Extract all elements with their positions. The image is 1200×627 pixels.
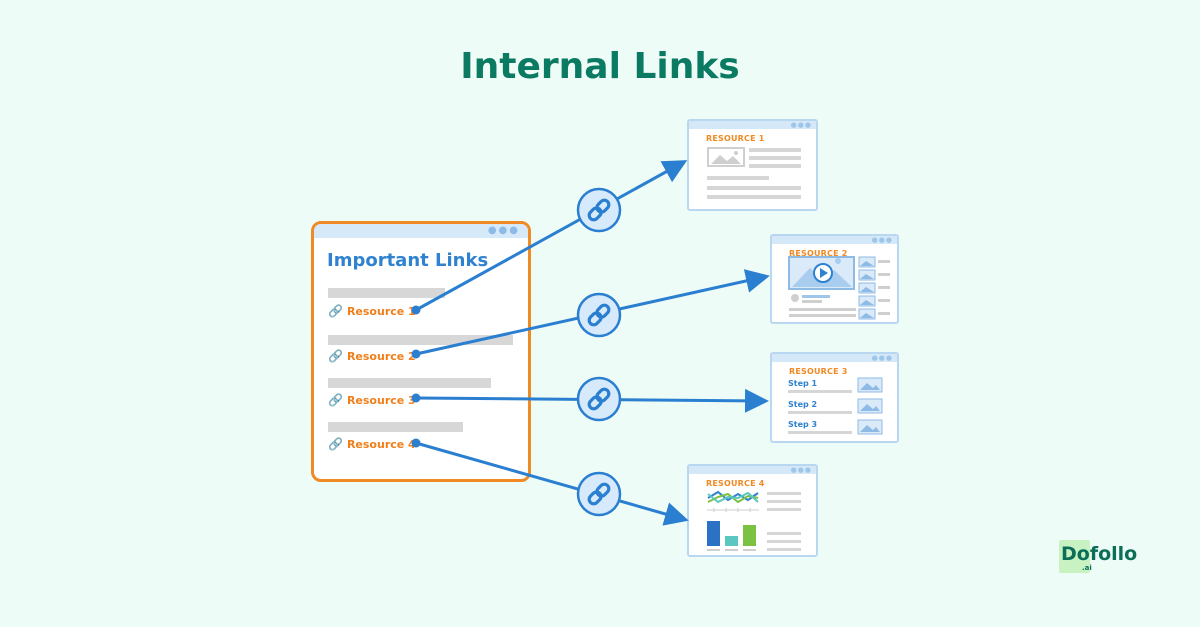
- dofollo-logo[interactable]: Dofollo .ai: [1058, 540, 1138, 576]
- image-placeholder-icon: [857, 377, 883, 393]
- chain-link-icon: 🔗: [328, 437, 343, 451]
- logo-suffix: .ai: [1082, 564, 1092, 572]
- window-dots-icon: ●●●: [487, 225, 520, 236]
- important-links-card: ●●● Important Links 🔗Resource 1 🔗Resourc…: [311, 221, 531, 482]
- chain-link-icon: 🔗: [328, 304, 343, 318]
- placeholder-line: [767, 508, 801, 511]
- placeholder-line: [707, 186, 801, 190]
- image-placeholder-icon: [857, 398, 883, 414]
- window-title-bar: [772, 236, 897, 244]
- resource-card-title: RESOURCE 4: [706, 479, 765, 488]
- play-icon: [820, 268, 828, 278]
- image-placeholder-icon: [857, 419, 883, 435]
- video-thumbnail: [788, 256, 855, 290]
- resource-link-2[interactable]: 🔗Resource 2: [328, 349, 416, 363]
- resource-card-4[interactable]: ●●● RESOURCE 4: [687, 464, 818, 557]
- placeholder-line: [788, 411, 852, 414]
- window-dots-icon: ●●●: [871, 354, 893, 362]
- window-dots-icon: ●●●: [790, 466, 812, 474]
- resource-link-label: Resource 3: [346, 394, 416, 407]
- step-label: Step 3: [788, 420, 818, 429]
- line-chart-icon: [707, 490, 759, 512]
- important-links-heading: Important Links: [327, 250, 489, 271]
- placeholder-line: [767, 532, 801, 535]
- resource-card-1[interactable]: ●●● RESOURCE 1: [687, 119, 818, 211]
- resource-card-3[interactable]: ●●● RESOURCE 3 Step 1 Step 2 Step 3: [770, 352, 899, 443]
- chain-link-icon: 🔗: [328, 349, 343, 363]
- resource-card-title: RESOURCE 1: [706, 134, 765, 143]
- step-label: Step 2: [788, 400, 818, 409]
- chain-link-icon: [576, 376, 622, 422]
- placeholder-line: [788, 431, 852, 434]
- placeholder-line: [749, 156, 801, 160]
- logo-highlight: [1059, 540, 1090, 573]
- resource-link-4[interactable]: 🔗Resource 4: [328, 437, 416, 451]
- chain-link-icon: 🔗: [328, 393, 343, 407]
- step-label: Step 1: [788, 379, 818, 388]
- placeholder-line: [767, 548, 801, 551]
- resource-card-title: RESOURCE 2: [789, 249, 848, 258]
- placeholder-line: [707, 176, 769, 180]
- resource-link-3[interactable]: 🔗Resource 3: [328, 393, 416, 407]
- resource-card-2[interactable]: ●●● RESOURCE 2: [770, 234, 899, 324]
- resource-link-1[interactable]: 🔗Resource 1: [328, 304, 416, 318]
- placeholder-line: [767, 500, 801, 503]
- chain-link-icon: [576, 187, 622, 233]
- resource-link-label: Resource 2: [346, 350, 416, 363]
- placeholder-line: [328, 378, 491, 388]
- chain-link-icon: [576, 292, 622, 338]
- placeholder-line: [707, 195, 801, 199]
- window-title-bar: [772, 354, 897, 362]
- placeholder-line: [328, 288, 445, 298]
- window-title-bar: [689, 466, 816, 474]
- image-placeholder-icon: [707, 147, 745, 167]
- placeholder-line: [767, 492, 801, 495]
- resource-link-label: Resource 1: [346, 305, 416, 318]
- window-title-bar: [689, 121, 816, 129]
- window-dots-icon: ●●●: [790, 121, 812, 129]
- resource-card-title: RESOURCE 3: [789, 367, 848, 376]
- placeholder-line: [328, 335, 513, 345]
- window-dots-icon: ●●●: [871, 236, 893, 244]
- placeholder-line: [749, 164, 801, 168]
- placeholder-line: [749, 148, 801, 152]
- resource-link-label: Resource 4: [346, 438, 416, 451]
- placeholder-line: [788, 390, 852, 393]
- bar-chart-icon: [707, 521, 756, 551]
- page-title: Internal Links: [460, 46, 740, 87]
- placeholder-line: [328, 422, 463, 432]
- meta-lines: [789, 294, 856, 317]
- chain-link-icon: [576, 471, 622, 517]
- thumbnail-list: [858, 256, 890, 320]
- logo-text: Dofollo: [1061, 543, 1138, 565]
- placeholder-line: [767, 540, 801, 543]
